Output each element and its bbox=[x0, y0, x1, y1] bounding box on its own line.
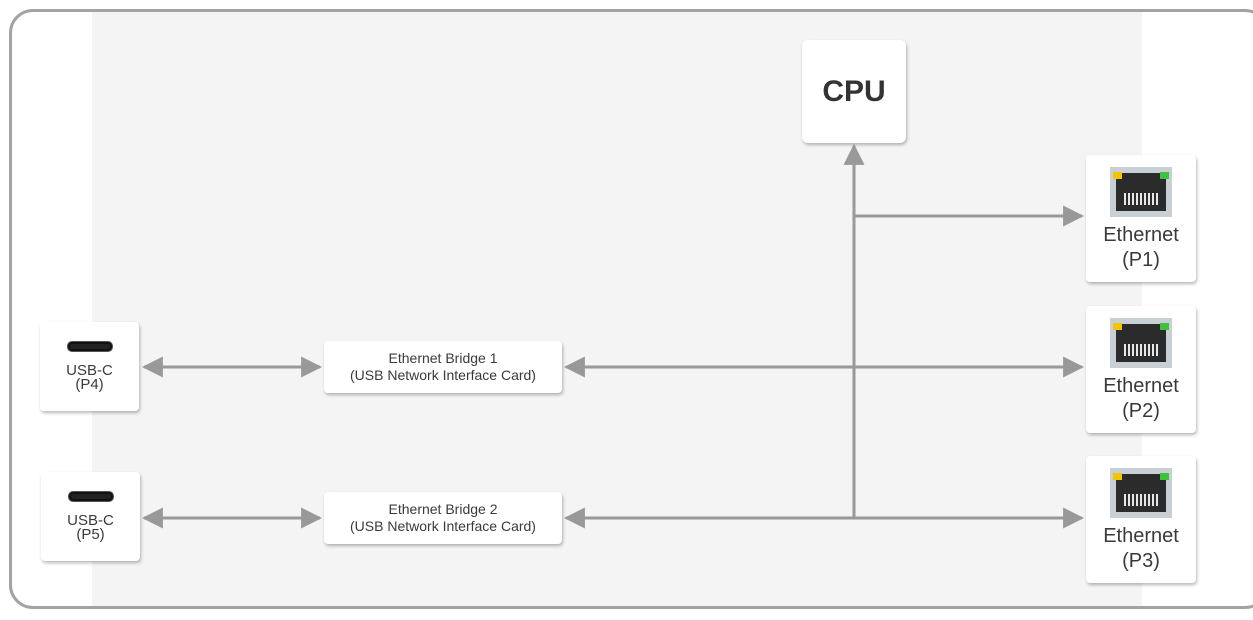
usb-c-port-icon bbox=[66, 341, 113, 352]
ethernet-port-p2: Ethernet (P2) bbox=[1086, 306, 1196, 433]
ethernet-label: Ethernet bbox=[1103, 375, 1179, 397]
port-id: (P3) bbox=[1122, 550, 1160, 572]
ethernet-port-p3: Ethernet (P3) bbox=[1086, 456, 1196, 583]
usb-c-port-p5: USB-C (P5) bbox=[41, 472, 140, 561]
usb-c-port-p4: USB-C (P4) bbox=[40, 322, 139, 411]
bridge-title: Ethernet Bridge 2 bbox=[388, 501, 498, 517]
port-id: (P4) bbox=[75, 376, 104, 393]
ethernet-jack-icon bbox=[1110, 468, 1172, 518]
usb-label: USB-C bbox=[67, 512, 114, 529]
cpu-label: CPU bbox=[822, 74, 886, 108]
usb-c-port-icon bbox=[67, 491, 114, 502]
ethernet-bridge-1: Ethernet Bridge 1 (USB Network Interface… bbox=[324, 341, 562, 393]
ethernet-jack-icon bbox=[1110, 318, 1172, 368]
ethernet-jack-icon bbox=[1110, 167, 1172, 217]
port-id: (P2) bbox=[1122, 400, 1160, 422]
ethernet-label: Ethernet bbox=[1103, 525, 1179, 547]
port-id: (P5) bbox=[76, 526, 105, 543]
ethernet-port-p1: Ethernet (P1) bbox=[1086, 155, 1196, 282]
usb-label: USB-C bbox=[66, 362, 113, 379]
diagram-panel bbox=[92, 12, 1142, 606]
bridge-title: Ethernet Bridge 1 bbox=[388, 350, 498, 366]
bridge-subtitle: (USB Network Interface Card) bbox=[350, 367, 536, 383]
ethernet-label: Ethernet bbox=[1103, 224, 1179, 246]
cpu-box: CPU bbox=[802, 40, 906, 143]
bridge-subtitle: (USB Network Interface Card) bbox=[350, 518, 536, 534]
ethernet-bridge-2: Ethernet Bridge 2 (USB Network Interface… bbox=[324, 492, 562, 544]
port-id: (P1) bbox=[1122, 249, 1160, 271]
